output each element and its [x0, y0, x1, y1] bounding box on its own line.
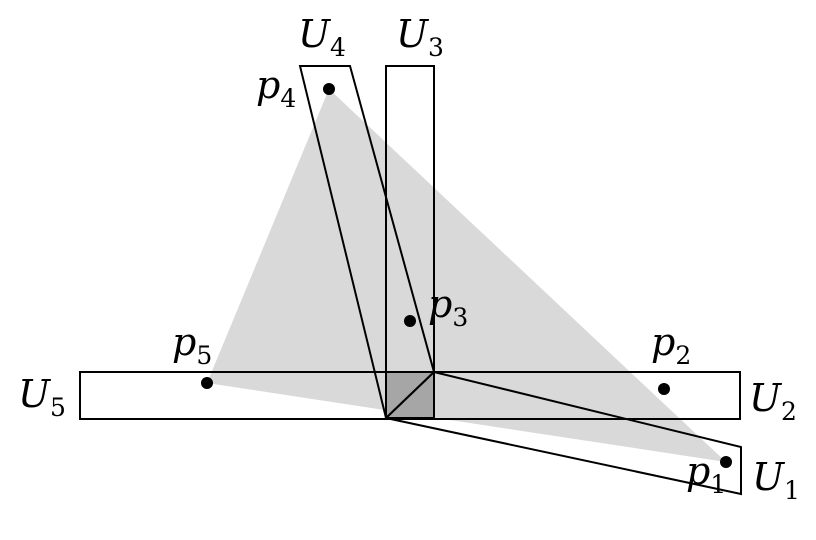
set-u5-rect — [79, 371, 435, 420]
point-p1 — [720, 456, 732, 468]
label-u2: U2 — [749, 376, 797, 426]
point-p2 — [658, 383, 670, 395]
label-u4: U4 — [298, 12, 346, 62]
point-p5 — [201, 377, 213, 389]
label-p2: p2 — [651, 320, 691, 370]
point-p4 — [323, 83, 335, 95]
label-u1: U1 — [752, 455, 800, 505]
point-p3 — [404, 315, 416, 327]
label-p5: p5 — [172, 320, 212, 370]
label-p4: p4 — [256, 63, 296, 113]
label-p3: p3 — [428, 282, 468, 332]
convex-hull-region — [207, 89, 726, 462]
label-u3: U3 — [396, 12, 444, 62]
label-u5: U5 — [18, 372, 66, 422]
label-p1: p1 — [686, 449, 726, 499]
